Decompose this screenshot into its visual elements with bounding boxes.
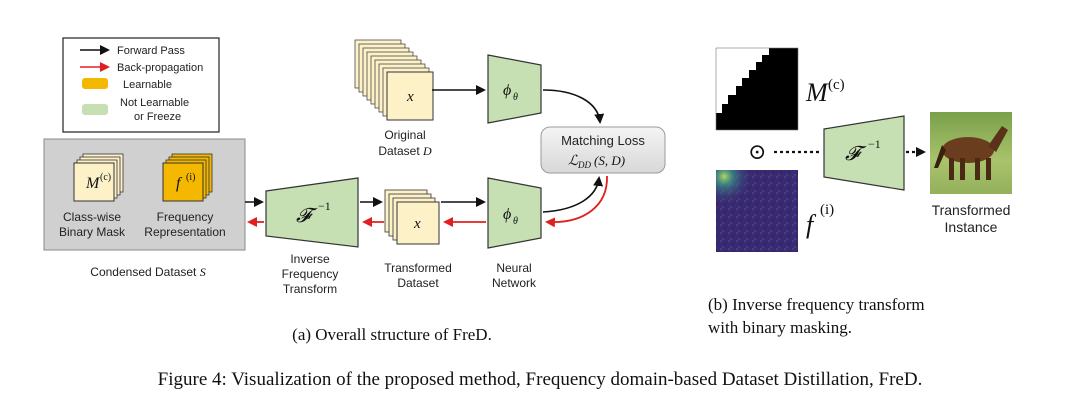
- heatmap-hotspot: [716, 170, 798, 252]
- legend-learnable-swatch: [82, 78, 108, 89]
- legend-learnable-label: Learnable: [123, 79, 172, 91]
- frequency-heatmap-image: [716, 170, 798, 252]
- inverse-label-line2: Frequency: [282, 267, 339, 281]
- matching-loss-sub: DD: [577, 160, 591, 170]
- matching-loss-box: Matching Loss ℒ DD (S, D): [540, 126, 666, 174]
- freq-superscript: (i): [186, 172, 195, 183]
- transformed-label-line1: Transformed: [384, 261, 452, 275]
- mask-image-white-region: [716, 48, 769, 113]
- condensed-dataset-panel: M (c) f (i) Class-wise Binary Mask Frequ…: [43, 138, 246, 251]
- caption-b-line1: (b) Inverse frequency transform: [708, 295, 925, 314]
- b-inverse-transform-block: 𝓕 −1: [823, 115, 905, 191]
- original-label-line1: Original: [384, 128, 425, 142]
- nn-label-line2: Network: [492, 276, 537, 290]
- inverse-transform-superscript: −1: [318, 199, 331, 213]
- legend-forward-label: Forward Pass: [117, 45, 185, 57]
- inverse-label-line1: Inverse: [290, 252, 330, 266]
- legend-not-learnable-swatch: [82, 104, 108, 115]
- figure-caption: Figure 4: Visualization of the proposed …: [158, 369, 923, 390]
- caption-a: (a) Overall structure of FreD.: [292, 325, 492, 344]
- original-label-line2: Dataset D: [378, 144, 432, 158]
- binary-mask-image: [715, 47, 799, 131]
- arrow-nn-bottom-to-loss: [542, 176, 604, 213]
- freq-label-line2: Representation: [144, 225, 225, 239]
- legend-freeze-label: or Freeze: [134, 111, 181, 123]
- freq-label-line1: Frequency: [157, 210, 214, 224]
- nn-bottom-trapezoid: [487, 177, 542, 249]
- matching-loss-L: ℒ: [568, 154, 579, 169]
- nn-bottom-phi: ϕ: [503, 206, 511, 223]
- legend-back-label: Back-propagation: [117, 62, 203, 74]
- neural-network-bottom: ϕ θ: [487, 177, 542, 249]
- horse-body: [942, 137, 994, 163]
- original-x-symbol: x: [406, 89, 414, 105]
- matching-loss-title: Matching Loss: [561, 133, 645, 148]
- transformed-x-symbol: x: [413, 216, 421, 232]
- arrows-panel-a: [245, 85, 608, 228]
- b-mask-superscript: (c): [828, 77, 845, 93]
- transformed-label-line2: Dataset: [397, 276, 439, 290]
- mask-label-line2: Binary Mask: [59, 225, 126, 239]
- instance-label-line1: Transformed: [932, 202, 1011, 218]
- original-dataset-stack: x: [354, 39, 434, 121]
- b-freq-superscript: (i): [820, 202, 834, 218]
- b-inverse-trapezoid: [823, 115, 905, 191]
- matching-loss-args: (S, D): [594, 153, 625, 168]
- backprop-loss-to-nn: [545, 175, 608, 228]
- b-freq-symbol: f: [806, 210, 817, 239]
- b-inverse-superscript: −1: [868, 137, 881, 151]
- instance-label-line2: Instance: [945, 219, 998, 235]
- inverse-transform-block: 𝓕 −1: [265, 177, 359, 248]
- b-mask-symbol: M: [805, 78, 829, 107]
- inverse-transform-trapezoid: [265, 177, 359, 248]
- caption-b-line2: with binary masking.: [708, 318, 852, 337]
- transformed-instance-image: [930, 112, 1012, 194]
- legend-not-learnable-label: Not Learnable: [120, 97, 189, 109]
- transformed-dataset-stack: x: [384, 189, 440, 245]
- frequency-stack: f (i): [162, 153, 213, 202]
- horse-neck: [988, 126, 1008, 152]
- hadamard-icon: ⊙: [748, 139, 766, 164]
- nn-top-trapezoid: [487, 54, 542, 124]
- matching-loss-bg: [540, 126, 666, 174]
- freq-symbol: f: [176, 175, 183, 192]
- mask-stack: M (c): [73, 153, 124, 202]
- nn-top-phi: ϕ: [503, 82, 511, 99]
- mask-symbol: M: [85, 175, 101, 192]
- mask-superscript: (c): [100, 172, 111, 183]
- nn-bottom-theta: θ: [513, 216, 518, 227]
- arrow-nn-top-to-loss: [542, 89, 605, 124]
- neural-network-top: ϕ θ: [487, 54, 542, 124]
- legend: Forward Pass Back-propagation Learnable …: [62, 37, 220, 133]
- condensed-dataset-label: Condensed Dataset S: [90, 265, 205, 279]
- nn-label-line1: Neural: [496, 261, 531, 275]
- inverse-label-line3: Transform: [283, 282, 337, 296]
- nn-top-theta: θ: [513, 92, 518, 103]
- mask-label-line1: Class-wise: [63, 210, 121, 224]
